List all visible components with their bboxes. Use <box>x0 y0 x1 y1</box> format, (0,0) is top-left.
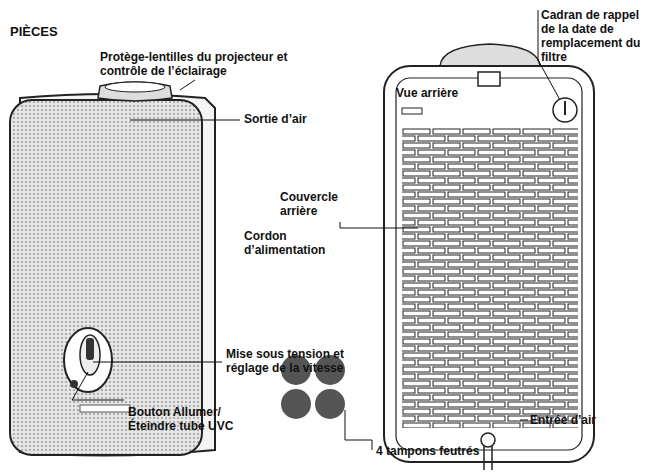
front-grille <box>10 100 202 455</box>
part-label: Vue arrière <box>396 86 496 100</box>
back-housing <box>384 66 594 462</box>
part-label: Couvercle arrière <box>280 190 370 218</box>
part-label: Mise sous tension et réglage de la vites… <box>226 347 346 375</box>
lens-cap <box>98 82 172 101</box>
part-label: Bouton Allumer/ Éteindre tube UVC <box>128 405 258 433</box>
speed-dial <box>64 328 112 392</box>
air-inlet <box>402 128 578 428</box>
part-label: Sortie d’air <box>244 112 354 126</box>
part-label: Entrée d’air <box>530 413 630 427</box>
part-label: Protège-lentilles du projecteur et contr… <box>100 50 300 78</box>
page-title: PIÈCES <box>10 24 58 39</box>
part-label: Cadran de rappel de la date de remplacem… <box>541 8 641 64</box>
part-label: Cordon d’alimentation <box>244 229 344 257</box>
top-cap <box>440 44 540 66</box>
filter-dial <box>553 98 577 122</box>
part-label: 4 tampons feutrés <box>376 444 506 458</box>
